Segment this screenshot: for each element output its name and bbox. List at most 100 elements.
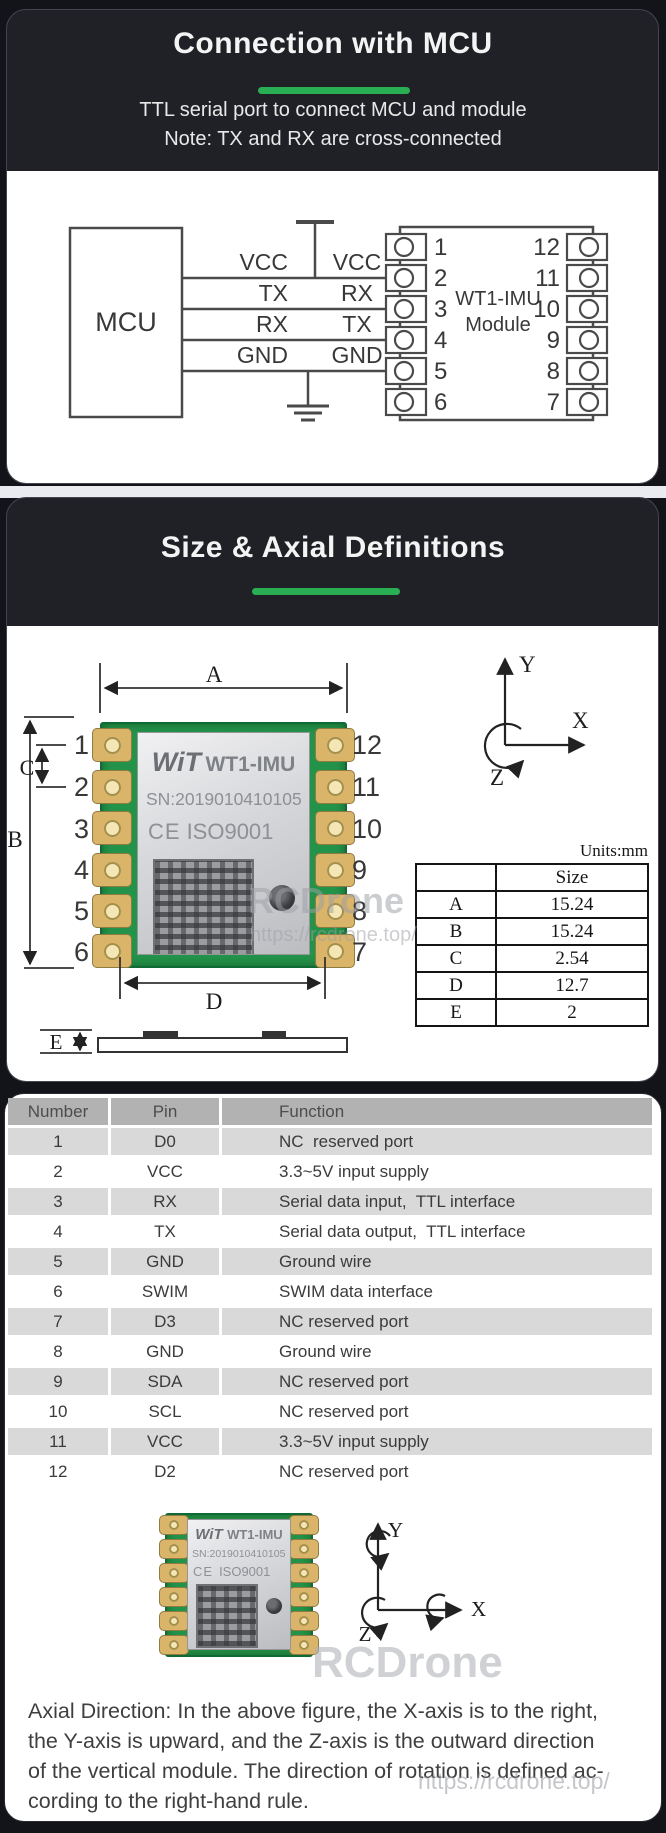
- pcb-pad-5: [92, 894, 132, 928]
- dim-label-A: A: [206, 662, 223, 687]
- ground-symbol: [287, 371, 329, 422]
- module-pin-numbers-left: 1 2 3 4 5 6: [434, 234, 447, 416]
- pcb-model: WT1-IMU: [205, 753, 296, 776]
- connection-title-underline: [258, 87, 410, 94]
- pcb-pad-2: [92, 770, 132, 804]
- pcb-pad-8: [315, 894, 355, 928]
- ce-mark: CE: [193, 1564, 214, 1579]
- pcb-pad-3: [92, 811, 132, 845]
- mcu-label: MCU: [95, 307, 157, 337]
- dim-B: [22, 716, 74, 969]
- pcb-pin-numbers-left: 1 2 3 4 5 6: [74, 730, 89, 967]
- module-pin-vcc: VCC: [333, 249, 382, 275]
- svg-text:12: 12: [533, 234, 560, 261]
- power-symbol: [296, 220, 334, 278]
- wit-logo: WiT: [151, 747, 201, 777]
- dim-A: [99, 663, 348, 713]
- pcb-pad-10: [315, 811, 355, 845]
- axial-text-line2: the Y-axis is upward, and the Z-axis is …: [28, 1729, 595, 1753]
- dim-label-E: E: [50, 1030, 63, 1054]
- module-name-line1: WT1-IMU: [455, 288, 541, 310]
- wires: [182, 276, 388, 373]
- mcu-pin-rx: RX: [256, 311, 288, 337]
- pcb-shield: WiT WT1-IMU SN:2019010410105 CE ISO9001: [187, 1519, 291, 1650]
- svg-text:7: 7: [352, 937, 367, 967]
- pcb-pad-11: [315, 770, 355, 804]
- watermark-brand: RCDrone: [248, 880, 405, 921]
- pcb-cert: CE ISO9001: [193, 1564, 270, 1579]
- pcb-side-view: [97, 1031, 348, 1053]
- dim-label-D: D: [206, 989, 223, 1014]
- svg-text:6: 6: [74, 937, 89, 967]
- svg-text:1: 1: [74, 730, 89, 760]
- svg-text:11: 11: [535, 265, 560, 292]
- svg-text:12: 12: [352, 730, 382, 760]
- svg-text:2: 2: [74, 772, 89, 802]
- svg-text:4: 4: [434, 327, 447, 354]
- size-header: Size: [495, 863, 649, 892]
- axis-label-z: Z: [490, 765, 504, 790]
- mcu-connection-diagram: MCU VCC TX RX GND VCC RX TX GND: [68, 220, 609, 422]
- svg-text:8: 8: [547, 358, 560, 385]
- svg-text:9: 9: [547, 327, 560, 354]
- pcb-pad: [159, 1611, 189, 1631]
- svg-text:5: 5: [74, 896, 89, 926]
- module-box: [398, 225, 595, 422]
- dim-C: [34, 744, 66, 788]
- col-pin: Pin: [111, 1098, 219, 1125]
- pin-table-header-row: Number Pin Function: [8, 1098, 652, 1125]
- svg-text:2: 2: [434, 265, 447, 292]
- module-name-line2: Module: [465, 314, 531, 336]
- col-function: Function: [222, 1098, 652, 1125]
- module-pin-numbers-right: 12 11 10 9 8 7: [533, 234, 560, 416]
- svg-text:8: 8: [352, 896, 367, 926]
- size-header-blank: [415, 863, 497, 892]
- connection-card: [6, 9, 659, 484]
- module-pin-gnd: GND: [331, 342, 382, 368]
- size-axial-title: Size & Axial Definitions: [160, 531, 506, 564]
- svg-text:4: 4: [74, 855, 89, 885]
- dim-label-C: C: [20, 755, 35, 780]
- pcb-pad-4: [92, 853, 132, 887]
- pcb-pad-9: [315, 853, 355, 887]
- pcb-logo-row: WiT WT1-IMU: [188, 1526, 290, 1544]
- svg-text:10: 10: [352, 814, 382, 844]
- size-axial-title-underline: [252, 588, 400, 595]
- mcu-pin-vcc: VCC: [239, 249, 288, 275]
- pcb-serial: SN:2019010410105: [192, 1548, 286, 1560]
- module-pin-rx: RX: [341, 280, 373, 306]
- pcb-photo-small: WiT WT1-IMU SN:2019010410105 CE ISO9001: [159, 1513, 319, 1657]
- svg-text:11: 11: [352, 772, 380, 802]
- module-pins-right: [565, 232, 609, 417]
- axis-label-y: Y: [519, 652, 536, 677]
- axis-label-z: Z: [359, 1622, 372, 1646]
- pcb-pad-7: [315, 934, 355, 968]
- iso-label: ISO9001: [219, 1564, 271, 1579]
- pcb-pad: [159, 1515, 189, 1535]
- watermark-url: https://rcdrone.top/: [250, 924, 417, 946]
- axial-text-line1: Axial Direction: In the above figure, th…: [28, 1699, 599, 1723]
- module-pins-left: [384, 232, 428, 417]
- pcb-qr-code: [153, 859, 254, 954]
- axial-text-line4: cording to the right-hand rule.: [28, 1789, 309, 1813]
- connection-title: Connection with MCU: [173, 27, 493, 60]
- axis-diagram: [483, 657, 586, 779]
- module-pin-tx: TX: [342, 311, 371, 337]
- svg-text:3: 3: [74, 814, 89, 844]
- pcb-pad-12: [315, 728, 355, 762]
- watermark-url: https://rcdrone.top/: [418, 1768, 610, 1794]
- connection-subtitle-2: Note: TX and RX are cross-connected: [164, 128, 502, 150]
- pcb-logo-row: WiT WT1-IMU: [138, 747, 309, 778]
